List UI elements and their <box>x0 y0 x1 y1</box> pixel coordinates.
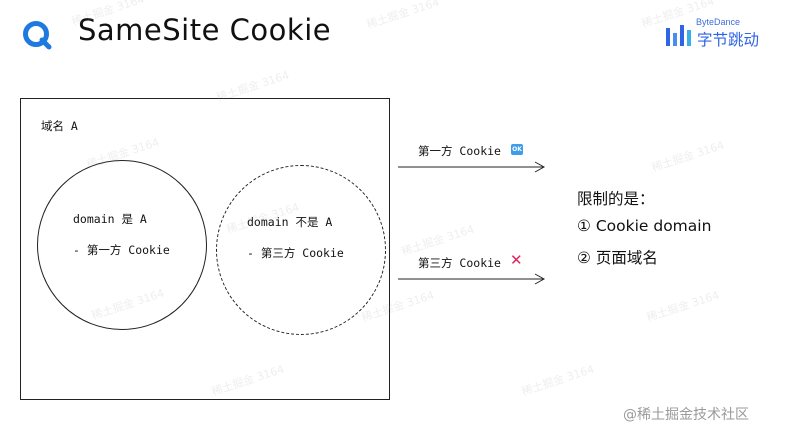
domain-box <box>20 98 390 400</box>
third-party-circle <box>216 165 386 335</box>
first-party-cookie-text: - 第一方 Cookie <box>73 243 170 257</box>
domain-box-label: 域名 A <box>41 119 78 133</box>
first-party-arrow <box>398 161 546 173</box>
restrictions-title: 限制的是： <box>577 190 655 208</box>
restriction-item-page-domain: ② 页面域名 <box>577 249 658 267</box>
first-party-domain-text: domain 是 A <box>73 212 147 226</box>
third-party-arrow <box>398 273 546 285</box>
third-party-cookie-text: - 第三方 Cookie <box>247 246 344 260</box>
first-party-arrow-label: 第一方 Cookie <box>418 144 501 158</box>
q-ring-logo-icon <box>23 21 52 50</box>
brand-name: 字节跳动 <box>697 31 760 49</box>
footer-watermark: @稀土掘金技术社区 <box>623 407 749 423</box>
brand-small-text: ByteDance <box>696 17 741 27</box>
cross-mark-icon: ✕ <box>510 251 523 269</box>
bytedance-bars-icon <box>666 25 691 46</box>
restriction-item-cookie-domain: ① Cookie domain <box>577 217 712 235</box>
third-party-domain-text: domain 不是 A <box>247 215 333 229</box>
third-party-arrow-label: 第三方 Cookie <box>418 256 501 270</box>
ok-badge-icon: OK <box>511 144 523 155</box>
page-title: SameSite Cookie <box>78 13 332 47</box>
first-party-circle <box>37 160 207 330</box>
